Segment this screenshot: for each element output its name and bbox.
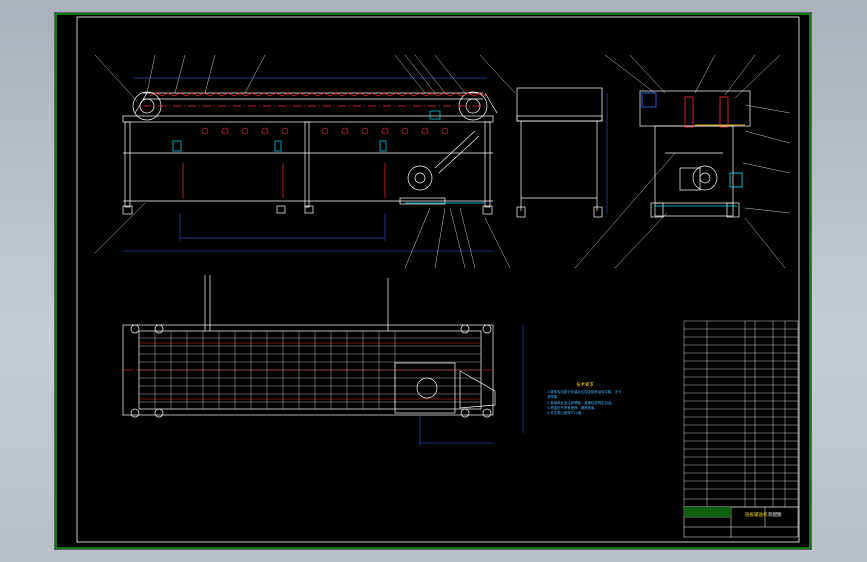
end-view-color (641, 92, 745, 207)
inner-frame (76, 16, 800, 543)
rollers (201, 127, 449, 135)
drawing-sheet: 链板输送机 装配图 (55, 13, 811, 549)
title-block-green-cell (684, 507, 731, 517)
drawing-type: 装配图 (768, 511, 782, 518)
outer-border (55, 13, 811, 549)
end-leader-lines (574, 54, 791, 269)
cyan-details (172, 110, 485, 204)
chain-links (143, 92, 487, 198)
note-line: 1.链条传动部分安装后应保证链条运转平稳，无卡滞现象。 (547, 390, 622, 400)
cad-viewport[interactable]: 链板输送机 装配图 技术要求 1.链条传动部分安装后应保证链条运转平稳，无卡滞现… (54, 12, 812, 550)
plan-red (123, 342, 495, 400)
note-line: 3.焊接处不得有虚焊、漏焊现象。 (547, 405, 598, 410)
leader-lines (94, 54, 516, 269)
note-line: 2.各轴承处加注润滑脂，减速机按规定加油。 (547, 400, 615, 405)
dimension-lines (123, 77, 608, 252)
parts-list (683, 320, 799, 508)
part-name: 链板输送机 (745, 511, 768, 518)
notes-title: 技术要求 (576, 383, 594, 388)
note-line: 4.未注明公差按IT12级。 (547, 411, 585, 416)
plan-blue (419, 325, 524, 446)
front-view (122, 91, 498, 215)
technical-notes: 技术要求 1.链条传动部分安装后应保证链条运转平稳，无卡滞现象。 2.各轴承处加… (547, 383, 623, 416)
end-view (639, 90, 751, 218)
side-table (516, 87, 603, 218)
